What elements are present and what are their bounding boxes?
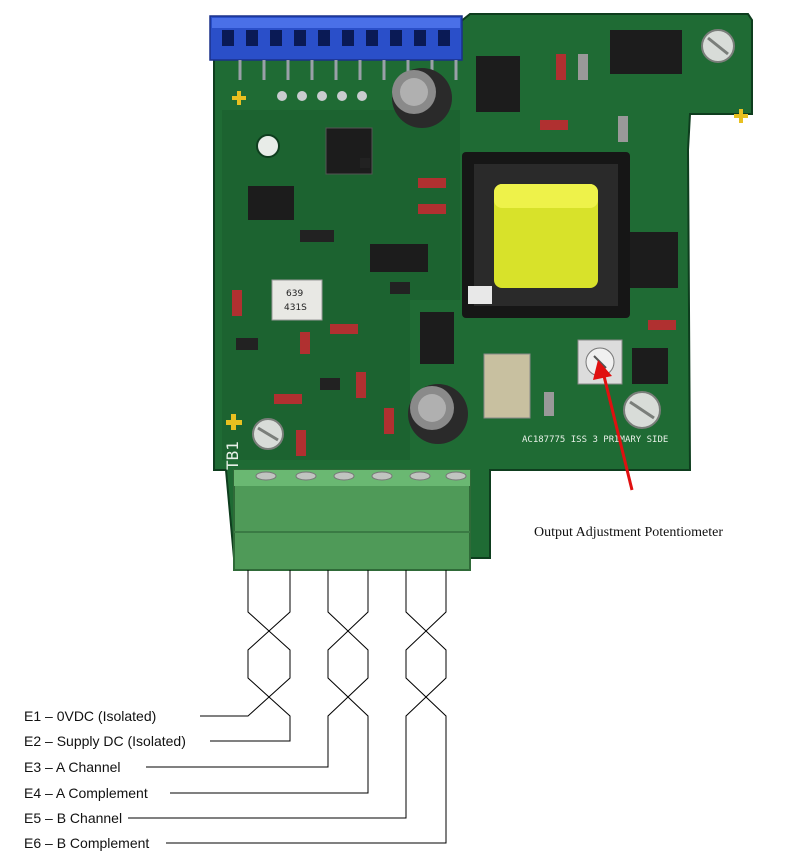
- board-silkscreen-text: AC187775 ISS 3 PRIMARY SIDE: [522, 435, 668, 445]
- soic-chip-left: [248, 186, 294, 220]
- plus-marker-top: [232, 91, 246, 105]
- opto-marking-2: 431S: [284, 303, 307, 313]
- optocoupler-right: [630, 232, 678, 288]
- wire-e3: [146, 570, 369, 768]
- screw-top-right: [701, 29, 735, 63]
- wire-e2: [210, 570, 291, 742]
- wire-label-e6: E6 – B Complement: [24, 835, 149, 851]
- dpak-component: [420, 312, 454, 364]
- plus-marker-right: [734, 109, 748, 123]
- optocoupler-white: 639 431S: [271, 279, 323, 321]
- smd-components: [232, 54, 676, 456]
- callout-arrow: [602, 375, 634, 491]
- circuit-board: 639 431S: [209, 13, 753, 571]
- wire-label-e5: E5 – B Channel: [24, 810, 122, 826]
- mounting-hole: [256, 134, 280, 158]
- wire-label-e2: E2 – Supply DC (Isolated): [24, 733, 186, 749]
- terminal-block-label: TB1: [223, 441, 242, 470]
- screw-bottom-right: [623, 391, 661, 429]
- callout-arrowhead: [593, 360, 612, 380]
- potentiometer-callout: Output Adjustment Potentiometer: [534, 360, 723, 540]
- opto-marking-1: 639: [286, 289, 303, 299]
- wire-label-e1: E1 – 0VDC (Isolated): [24, 708, 156, 724]
- soic-chip-top-right: [610, 30, 682, 74]
- solder-pads: [277, 91, 367, 101]
- callout-label: Output Adjustment Potentiometer: [534, 525, 723, 540]
- wire-label-e4: E4 – A Complement: [24, 785, 148, 801]
- wire-label-e3: E3 – A Channel: [24, 759, 121, 775]
- wire-e1: [200, 570, 291, 717]
- capacitor-bottom: [408, 384, 468, 444]
- terminal-block: [233, 469, 471, 571]
- plus-marker-bottom: [226, 414, 242, 430]
- terminal-screws: [255, 471, 467, 481]
- transformer: [462, 152, 630, 318]
- wire-labels: E1 – 0VDC (Isolated) E2 – Supply DC (Iso…: [24, 708, 186, 851]
- wire-e5: [128, 570, 447, 819]
- wire-e6: [166, 570, 447, 844]
- twisted-pair-wires: [128, 570, 447, 844]
- wire-e4: [170, 570, 369, 794]
- pin-header: [209, 15, 463, 80]
- screw-bottom-left: [252, 418, 284, 450]
- regulator-chip: [476, 56, 520, 112]
- transistor-right: [632, 348, 668, 384]
- relay-component: [483, 353, 531, 419]
- capacitor-top: [392, 68, 452, 128]
- smd-chip-mid: [370, 244, 428, 272]
- header-pins: [222, 30, 450, 46]
